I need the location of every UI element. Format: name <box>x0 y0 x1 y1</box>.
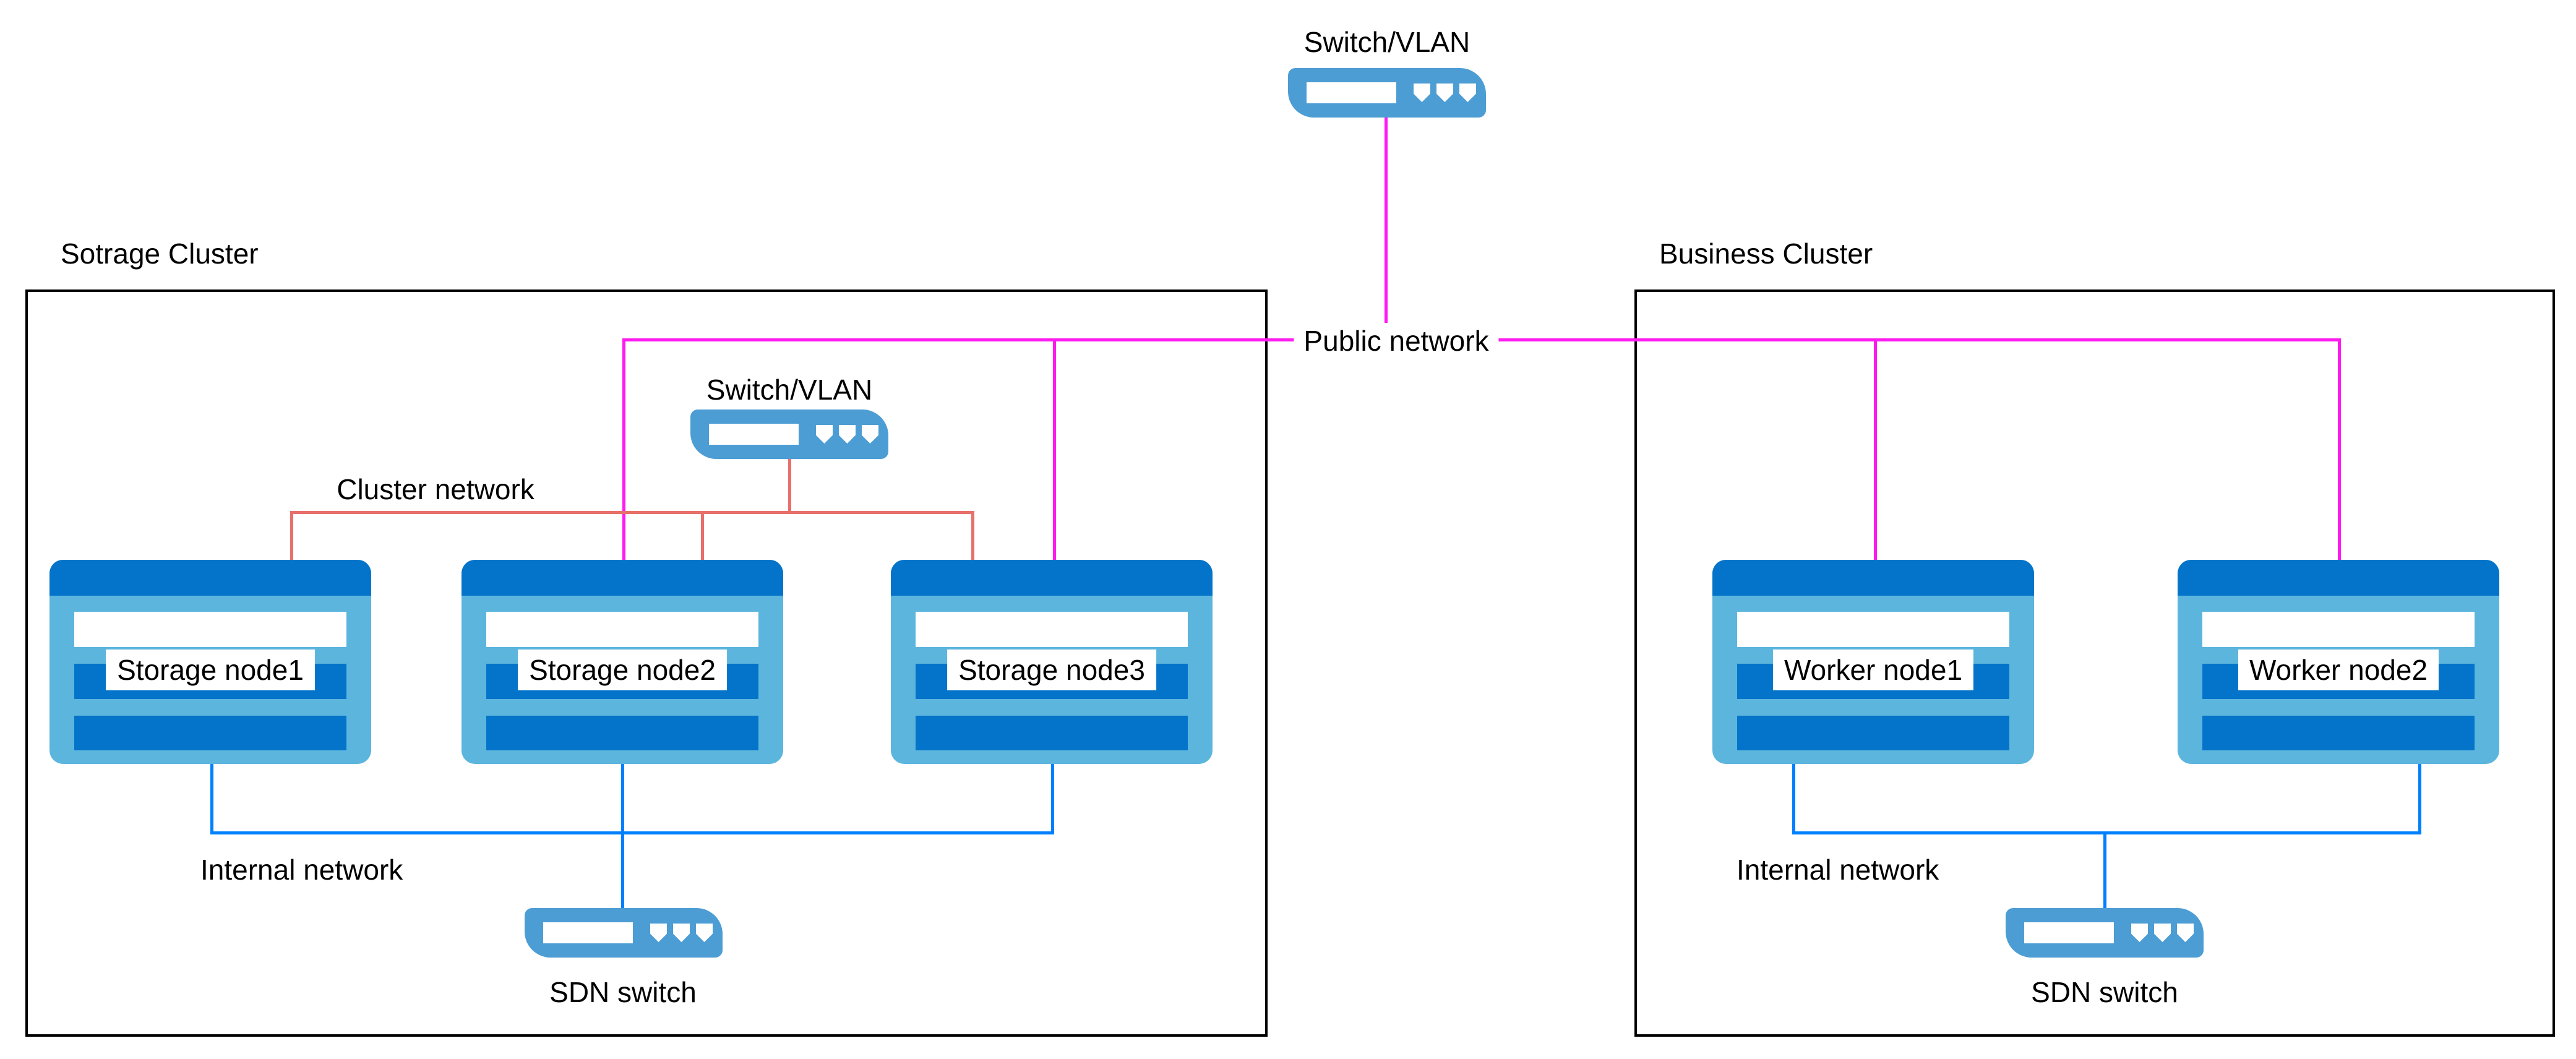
storage-cluster-box <box>25 289 1268 1037</box>
switch-screen <box>2024 922 2114 943</box>
node-screen <box>74 612 346 647</box>
sdn-switch-icon-left <box>525 908 723 958</box>
public-network-drop-storage-node2 <box>622 338 625 560</box>
node-label: Storage node1 <box>106 650 315 690</box>
cluster-network-drop-node2 <box>701 511 704 560</box>
switch-port-icon <box>2177 924 2194 942</box>
sdn-switch-icon-right <box>2006 908 2204 958</box>
node-label: Worker node2 <box>2238 650 2439 690</box>
cluster-network-line-switch <box>788 458 791 512</box>
internal-right-drop-worker2 <box>2418 763 2421 834</box>
server-node-storage2: Storage node2 <box>462 560 783 764</box>
node-header <box>891 560 1213 596</box>
public-network-line-topswitch <box>1385 118 1388 340</box>
internal-right-drop-worker1 <box>1792 763 1795 834</box>
switch-port-icon <box>816 425 833 444</box>
node-screen <box>486 612 758 647</box>
internal-left-bus <box>210 831 1054 834</box>
internal-right-bus <box>1792 831 2421 834</box>
switch-port-icon <box>1414 84 1430 102</box>
switch-port-icon <box>673 924 690 942</box>
switch-screen <box>543 922 633 943</box>
business-cluster-title: Business Cluster <box>1659 238 1873 270</box>
sdn-switch-label-right: SDN switch <box>2031 976 2178 1008</box>
internal-network-label-right: Internal network <box>1737 854 1939 886</box>
node-header <box>49 560 371 596</box>
node-header <box>462 560 783 596</box>
node-label: Storage node3 <box>947 650 1156 690</box>
internal-left-drop-node2-to-sdn <box>621 763 624 909</box>
top-switch-label: Switch/VLAN <box>1303 26 1470 58</box>
sdn-switch-label-left: SDN switch <box>549 976 697 1008</box>
server-node-worker2: Worker node2 <box>2178 560 2499 764</box>
cluster-network-drop-node1 <box>290 511 293 560</box>
switch-screen <box>1307 82 1396 103</box>
switch-port-icon <box>862 425 878 444</box>
node-label: Worker node1 <box>1772 650 1974 690</box>
server-node-worker1: Worker node1 <box>1712 560 2034 764</box>
node-screen <box>2202 612 2475 647</box>
storage-cluster-title: Sotrage Cluster <box>61 238 259 270</box>
cluster-network-bus <box>290 511 974 514</box>
node-header <box>1712 560 2034 596</box>
node-bar <box>1737 716 2009 750</box>
public-network-drop-worker-node1 <box>1874 338 1877 560</box>
cluster-network-label: Cluster network <box>337 473 535 505</box>
business-cluster-box <box>1634 289 2555 1037</box>
internal-left-drop-node1 <box>210 763 213 834</box>
internal-right-drop-sdn <box>2103 831 2106 909</box>
node-bar <box>916 716 1188 750</box>
switch-vlan-icon-top <box>1288 68 1486 118</box>
server-node-storage3: Storage node3 <box>891 560 1213 764</box>
node-bar <box>486 716 758 750</box>
node-screen <box>916 612 1188 647</box>
node-bar <box>74 716 346 750</box>
internal-network-label-left: Internal network <box>200 854 403 886</box>
internal-left-drop-node3 <box>1051 763 1054 834</box>
public-network-drop-worker-node2 <box>2338 338 2341 560</box>
node-bar <box>2202 716 2475 750</box>
server-node-storage1: Storage node1 <box>49 560 371 764</box>
node-header <box>2178 560 2499 596</box>
node-label: Storage node2 <box>518 650 727 690</box>
storage-switch-label: Switch/VLAN <box>706 374 873 406</box>
public-network-label: Public network <box>1294 323 1499 359</box>
switch-port-icon <box>696 924 713 942</box>
switch-port-icon <box>1459 84 1476 102</box>
switch-port-icon <box>1436 84 1453 102</box>
cluster-network-drop-node3 <box>971 511 974 560</box>
node-screen <box>1737 612 2009 647</box>
switch-screen <box>709 424 799 445</box>
switch-port-icon <box>839 425 856 444</box>
switch-port-icon <box>2131 924 2148 942</box>
switch-port-icon <box>650 924 667 942</box>
public-network-drop-storage-node3 <box>1053 338 1056 560</box>
switch-vlan-icon-storage <box>690 409 888 459</box>
switch-port-icon <box>2154 924 2171 942</box>
